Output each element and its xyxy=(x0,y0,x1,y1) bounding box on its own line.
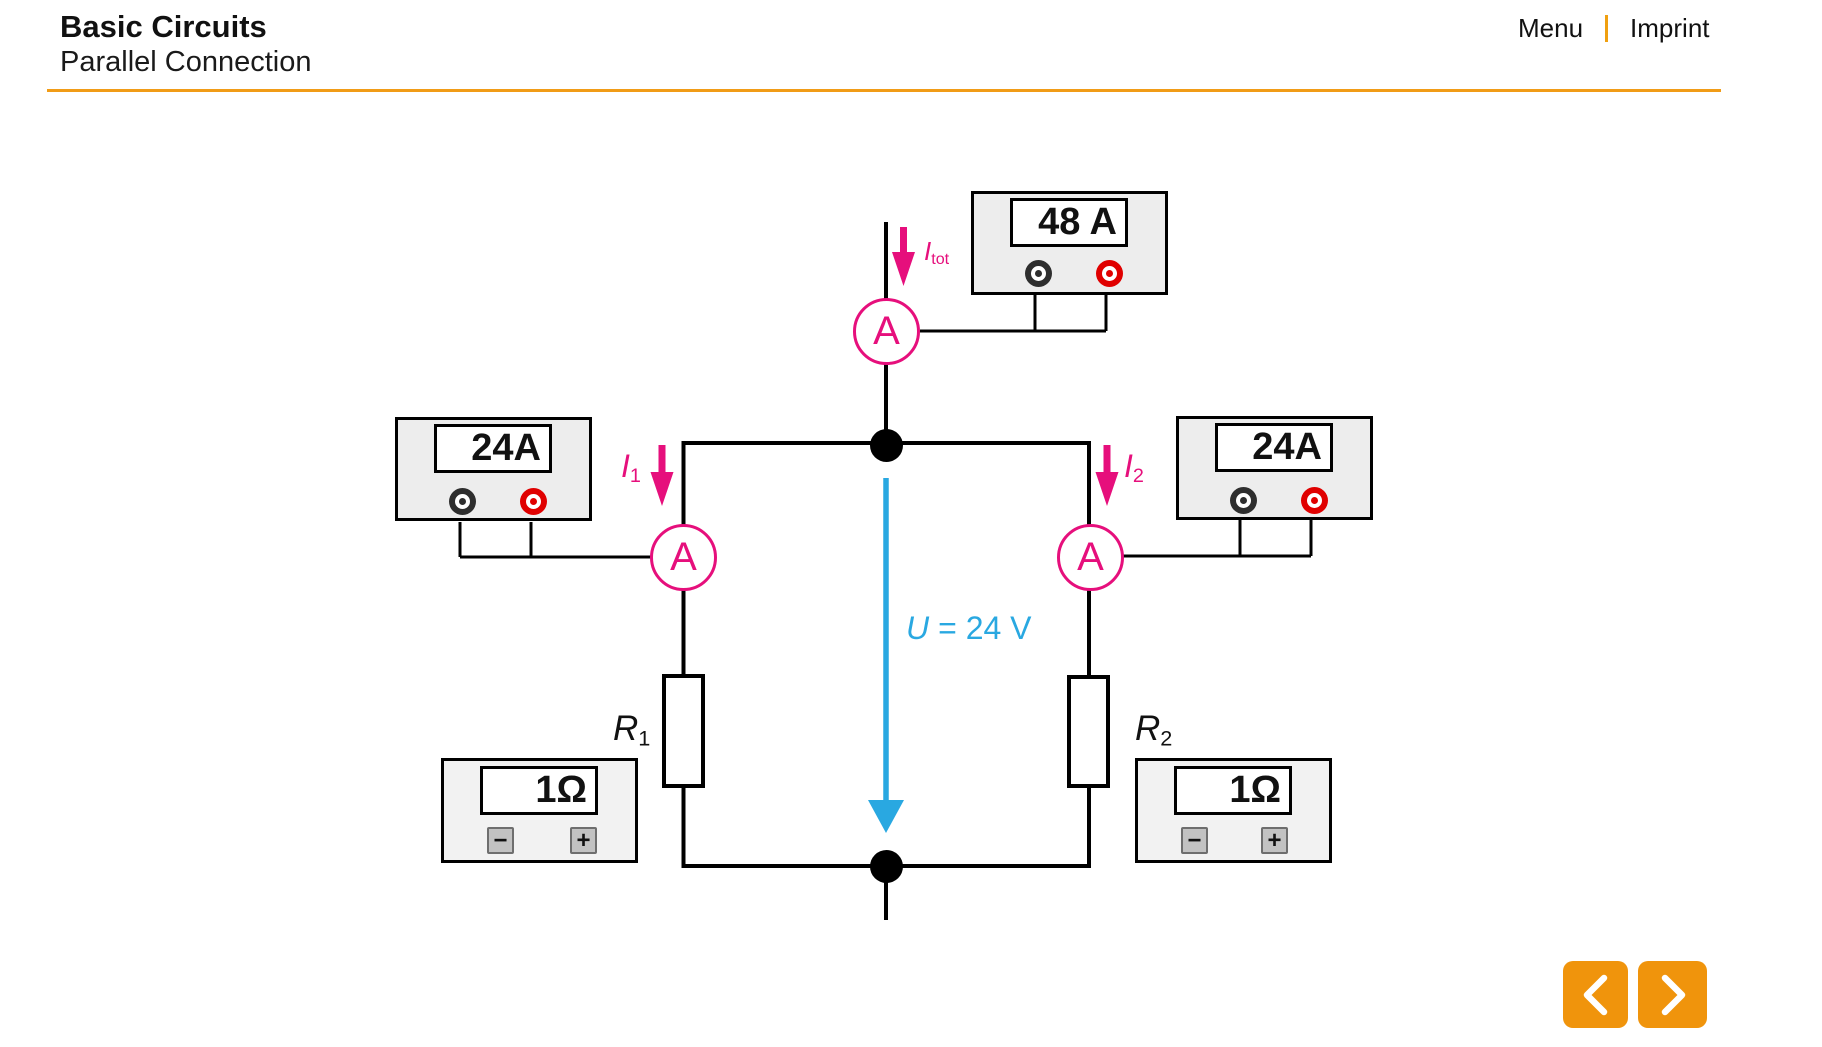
terminal-red-icon xyxy=(520,488,547,515)
header-rule xyxy=(47,89,1721,92)
voltage-label: U= 24 V xyxy=(906,610,1032,646)
junction-dot-bottom xyxy=(870,850,903,883)
meter-connection-wires xyxy=(458,294,1313,559)
meter-total-display: 48 A xyxy=(1010,198,1128,247)
ammeter-branch2: A xyxy=(1057,524,1124,591)
top-menu: Menu Imprint xyxy=(1518,13,1710,44)
resistor-r2 xyxy=(1067,675,1110,788)
current-label-itot: Itot xyxy=(924,236,950,269)
chevron-right-icon xyxy=(1661,974,1685,1015)
resistor-label-r2: R2 xyxy=(1135,709,1173,751)
imprint-link[interactable]: Imprint xyxy=(1630,13,1710,43)
chevron-left-icon xyxy=(1583,974,1607,1015)
terminal-black-icon xyxy=(449,488,476,515)
current-label-i1: I1 xyxy=(621,448,641,487)
voltage-arrow xyxy=(868,478,904,833)
resistance-control-r1: 1Ω − + xyxy=(441,758,638,863)
r2-value-display: 1Ω xyxy=(1174,766,1292,815)
meter-total: 48 A xyxy=(971,191,1168,295)
menu-divider xyxy=(1605,15,1609,43)
ammeter-branch1: A xyxy=(650,524,717,591)
meter-branch2: 24A xyxy=(1176,416,1373,520)
junction-dot-top xyxy=(870,429,903,462)
terminal-black-icon xyxy=(1025,260,1052,287)
resistor-r1 xyxy=(662,674,705,788)
ammeter-branch1-symbol: A xyxy=(670,534,697,579)
ammeter-branch2-symbol: A xyxy=(1077,534,1104,579)
menu-link[interactable]: Menu xyxy=(1518,13,1584,43)
page-title: Basic Circuits xyxy=(60,9,267,44)
current-arrow-itot xyxy=(892,227,915,286)
page-subtitle: Parallel Connection xyxy=(60,46,312,78)
current-label-i2: I2 xyxy=(1124,448,1144,487)
r2-increase-button[interactable]: + xyxy=(1261,827,1288,854)
resistor-label-r1: R1 xyxy=(613,709,651,751)
current-arrow-i2 xyxy=(1095,445,1119,506)
r1-value-display: 1Ω xyxy=(480,766,598,815)
terminal-black-icon xyxy=(1230,487,1257,514)
meter-branch2-display: 24A xyxy=(1215,423,1333,472)
nav-next-button[interactable] xyxy=(1638,961,1707,1028)
r1-decrease-button[interactable]: − xyxy=(487,827,514,854)
current-arrow-i1 xyxy=(650,445,674,506)
resistance-control-r2: 1Ω − + xyxy=(1135,758,1332,863)
meter-branch1: 24A xyxy=(395,417,592,521)
r1-increase-button[interactable]: + xyxy=(570,827,597,854)
ammeter-total: A xyxy=(853,298,920,365)
nav-back-button[interactable] xyxy=(1563,961,1628,1028)
terminal-red-icon xyxy=(1301,487,1328,514)
meter-branch1-display: 24A xyxy=(434,424,552,473)
terminal-red-icon xyxy=(1096,260,1123,287)
ammeter-total-symbol: A xyxy=(873,308,900,353)
r2-decrease-button[interactable]: − xyxy=(1181,827,1208,854)
